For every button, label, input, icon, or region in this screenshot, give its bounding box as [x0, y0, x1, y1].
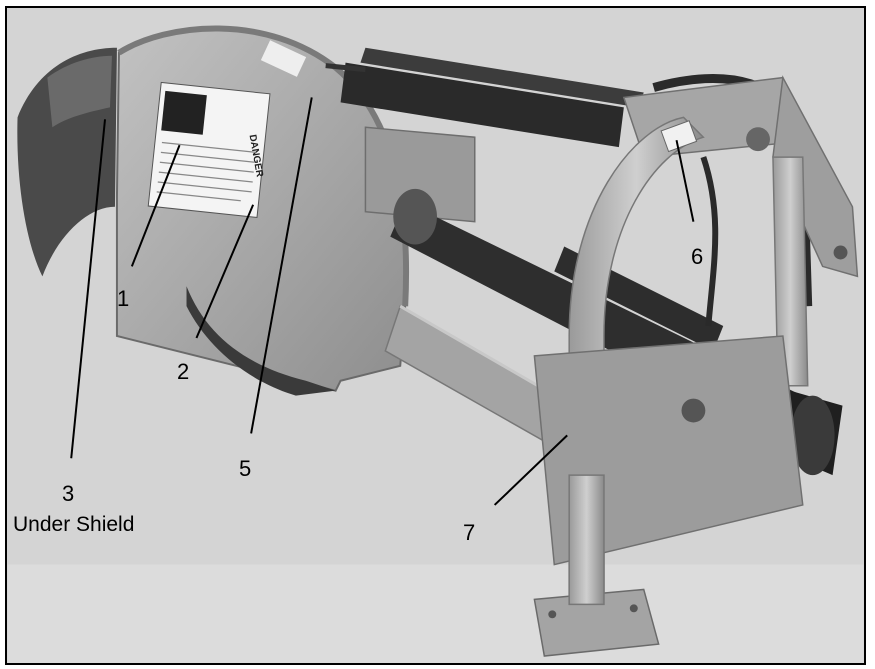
gearbox: [364, 126, 476, 223]
figure-frame: DANGER: [5, 6, 866, 665]
callout-6: 6: [691, 244, 704, 269]
callout-2: 2: [177, 359, 190, 384]
callout-5: 5: [239, 456, 252, 481]
foot-pad: [533, 588, 660, 657]
machine-photo: DANGER: [7, 8, 864, 663]
callout-3-note: Under Shield: [13, 513, 135, 536]
callout-3: 3: [62, 481, 75, 506]
callout-7: 7: [463, 520, 476, 545]
upper-cylinder: [340, 62, 624, 148]
callout-1: 1: [117, 286, 130, 311]
